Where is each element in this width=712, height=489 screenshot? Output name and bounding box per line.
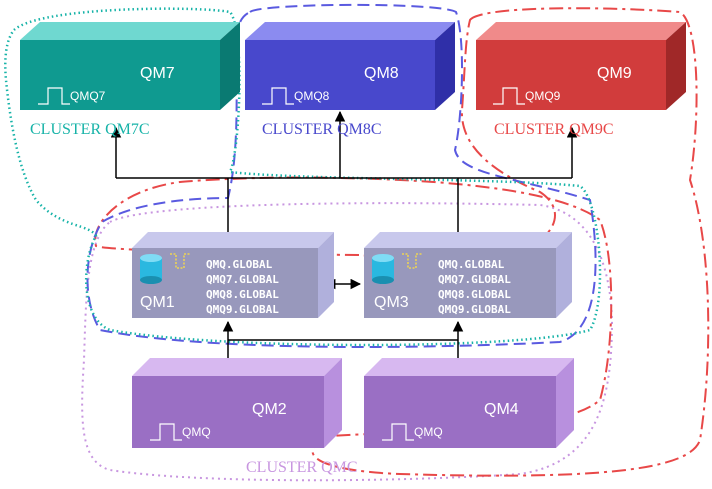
- qm7-name: QM7: [140, 65, 175, 82]
- qm7-box[interactable]: QM7 QMQ7: [20, 22, 240, 110]
- qm3-alias: QMQ9.GLOBAL: [438, 303, 511, 316]
- qm3-alias: QMQ.GLOBAL: [438, 258, 505, 271]
- alias-queue-icon: [170, 253, 190, 269]
- alias-queue-icon: [402, 253, 422, 269]
- qm3-name: QM3: [374, 294, 409, 311]
- queue-icon: [38, 87, 70, 105]
- qm1-alias: QMQ8.GLOBAL: [206, 288, 279, 301]
- connections: [110, 110, 578, 376]
- qm8-box[interactable]: QM8 QMQ8: [245, 22, 455, 110]
- qm2-box[interactable]: QM2 QMQ: [132, 358, 342, 448]
- cluster-qm7c-label: CLUSTER QM7C: [30, 121, 150, 138]
- qm3-alias: QMQ8.GLOBAL: [438, 288, 511, 301]
- queue-icon: [262, 87, 294, 105]
- cluster-qmc-label: CLUSTER QMC: [246, 459, 358, 476]
- queue-icon: [493, 87, 525, 105]
- qm3-box[interactable]: QM3 QMQ.GLOBAL QMQ7.GLOBAL QMQ8.GLOBAL Q…: [364, 232, 572, 318]
- qm1-alias: QMQ7.GLOBAL: [206, 273, 279, 286]
- queue-icon: [150, 423, 182, 441]
- qm3-alias: QMQ7.GLOBAL: [438, 273, 511, 286]
- qm4-box[interactable]: QM4 QMQ: [364, 358, 574, 448]
- database-icon: [372, 254, 394, 284]
- database-icon: [140, 254, 162, 284]
- cluster-qm9c-label: CLUSTER QM9C: [494, 121, 614, 138]
- queue-icon: [382, 423, 414, 441]
- qm9-queue-label: QMQ9: [525, 89, 561, 103]
- qm2-name: QM2: [252, 401, 287, 418]
- cluster-qmc-outline: [81, 202, 614, 482]
- qm1-name: QM1: [140, 294, 175, 311]
- qm9-name: QM9: [597, 65, 632, 82]
- qm8-queue-label: QMQ8: [294, 89, 330, 103]
- qm4-name: QM4: [484, 401, 519, 418]
- qm2-queue-label: QMQ: [182, 425, 211, 439]
- qm4-queue-label: QMQ: [414, 425, 443, 439]
- qm1-box[interactable]: QM1 QMQ.GLOBAL QMQ7.GLOBAL QMQ8.GLOBAL Q…: [132, 232, 334, 318]
- cluster-qm8c-outline: [86, 3, 597, 348]
- qm7-queue-label: QMQ7: [70, 89, 106, 103]
- qm1-alias: QMQ9.GLOBAL: [206, 303, 279, 316]
- qm9-box[interactable]: QM9 QMQ9: [476, 22, 686, 110]
- cluster-qm8c-label: CLUSTER QM8C: [262, 121, 382, 138]
- qm8-name: QM8: [364, 65, 399, 82]
- qm1-alias: QMQ.GLOBAL: [206, 258, 273, 271]
